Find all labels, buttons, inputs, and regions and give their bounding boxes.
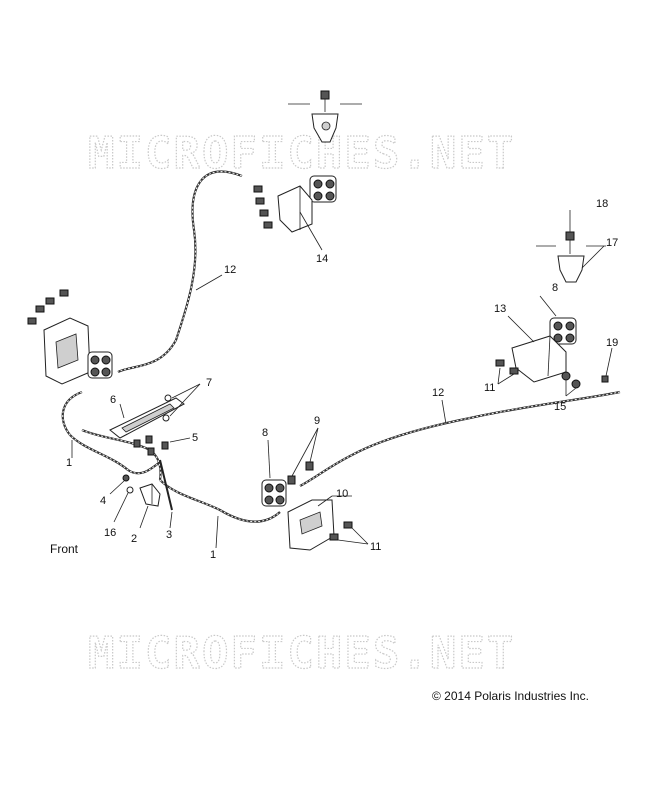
callout-2: 2 bbox=[131, 533, 137, 545]
callout-3: 3 bbox=[166, 529, 172, 541]
handle-6 bbox=[109, 383, 201, 439]
bracket-top-mount bbox=[288, 90, 362, 143]
bracket-14 bbox=[253, 185, 323, 251]
callout-19: 19 bbox=[606, 337, 618, 349]
latch-assembly-lower bbox=[261, 439, 287, 507]
bolts-9 bbox=[287, 427, 319, 485]
cable-12-left bbox=[117, 170, 243, 373]
callout-11-lower: 11 bbox=[370, 541, 381, 553]
latch-assembly-right bbox=[539, 295, 577, 345]
callout-8-lower: 8 bbox=[262, 427, 268, 439]
callout-9: 9 bbox=[314, 415, 320, 427]
clip-16 bbox=[113, 486, 134, 523]
pin-4 bbox=[109, 474, 130, 495]
watermark-top: MICROFICHES.NET bbox=[88, 128, 515, 179]
bracket-13 bbox=[495, 315, 581, 397]
callout-18: 18 bbox=[596, 198, 608, 210]
cable-1-left bbox=[61, 390, 161, 475]
callout-12-right: 12 bbox=[432, 387, 444, 399]
callout-8-right: 8 bbox=[552, 282, 558, 294]
callout-17: 17 bbox=[606, 237, 618, 249]
callout-14: 14 bbox=[316, 253, 328, 265]
callout-15: 15 bbox=[554, 401, 566, 413]
callout-13: 13 bbox=[494, 303, 506, 315]
latch-assembly-top bbox=[309, 175, 337, 203]
callout-5: 5 bbox=[192, 432, 198, 444]
callout-6: 6 bbox=[110, 394, 116, 406]
cable-1-lower bbox=[159, 479, 281, 523]
bracket-left bbox=[27, 289, 91, 385]
bolts-11-lower bbox=[329, 521, 369, 545]
callout-1-lower: 1 bbox=[210, 549, 216, 561]
bracket-17-mount bbox=[536, 210, 606, 283]
callout-12-upper: 12 bbox=[224, 264, 236, 276]
latch-assembly-left bbox=[87, 351, 113, 379]
front-label: Front bbox=[50, 542, 79, 556]
rod-3 bbox=[159, 459, 173, 529]
copyright-text: © 2014 Polaris Industries Inc. bbox=[432, 689, 589, 703]
bracket-10 bbox=[287, 495, 352, 551]
clip-19 bbox=[601, 347, 613, 383]
cable-12-right bbox=[299, 390, 621, 487]
watermark-bottom: MICROFICHES.NET bbox=[88, 628, 515, 679]
callout-7: 7 bbox=[206, 377, 212, 389]
callouts: 12 14 18 17 13 8 19 11 15 12 7 6 5 1 4 1… bbox=[66, 198, 618, 561]
callout-10: 10 bbox=[336, 488, 348, 500]
nuts-5 bbox=[133, 435, 191, 456]
callout-11-right: 11 bbox=[484, 382, 495, 394]
callout-1-left: 1 bbox=[66, 457, 72, 469]
callout-4: 4 bbox=[100, 495, 106, 507]
bracket-2 bbox=[139, 483, 161, 529]
callout-16: 16 bbox=[104, 527, 116, 539]
